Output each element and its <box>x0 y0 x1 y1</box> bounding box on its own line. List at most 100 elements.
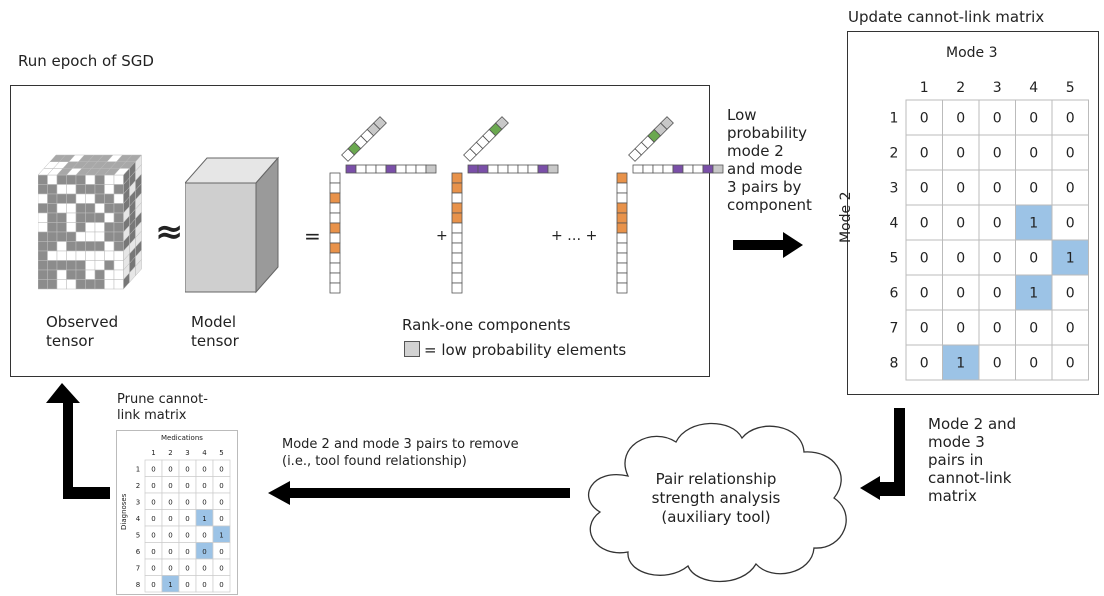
matrix-cell-value: 0 <box>1029 251 1038 267</box>
mode2-vector-cell <box>616 182 628 194</box>
observed-cell <box>66 193 77 204</box>
observed-cell <box>56 269 67 280</box>
mode3-col-header: 1 <box>920 80 929 96</box>
mode3-vector-cell <box>662 164 674 174</box>
observed-cell <box>75 222 86 233</box>
remove-text-line-2: (i.e., tool found relationship) <box>282 454 467 469</box>
mode2-vector-cell <box>616 262 628 274</box>
matrix-cell-value: 0 <box>1029 146 1038 162</box>
mode2-vector-cell <box>329 242 341 254</box>
pairs-in-matrix-text: Mode 2 and mode 3 pairs in cannot-link m… <box>928 415 1016 505</box>
observed-cell <box>94 203 105 214</box>
mode3-vector-cell <box>517 164 529 174</box>
mode3-vector-cell <box>385 164 397 174</box>
prune-cell-value: 0 <box>168 531 172 539</box>
equals-symbol: = <box>304 224 321 248</box>
mode2-vector-cell <box>329 212 341 224</box>
approx-symbol: ≈ <box>155 212 184 252</box>
matrix-cell-value: 0 <box>993 321 1002 337</box>
mode3-vector-cell <box>652 164 664 174</box>
prune-row-header: 3 <box>136 498 140 506</box>
matrix-cell-value: 0 <box>993 181 1002 197</box>
prune-col-header: 4 <box>202 449 207 457</box>
prune-cell-value: 0 <box>185 482 189 490</box>
matrix-cell-value: 0 <box>1029 111 1038 127</box>
observed-cell <box>85 193 96 204</box>
observed-cell <box>47 222 58 233</box>
prune-cell-value: 0 <box>202 482 206 490</box>
prune-cell-value: 0 <box>151 564 155 572</box>
prune-cell-value: 0 <box>185 548 189 556</box>
legend-swatch <box>404 341 420 357</box>
observed-cell <box>38 222 48 233</box>
mode3-col-header: 5 <box>1066 80 1075 96</box>
observed-cell <box>104 269 115 280</box>
observed-cell <box>85 212 96 223</box>
observed-cell <box>38 279 48 290</box>
matrix-cell-value: 0 <box>920 286 929 302</box>
observed-cell <box>56 231 67 242</box>
mode3-vector-cell <box>425 164 437 174</box>
matrix-cell-value: 0 <box>1066 286 1075 302</box>
observed-cell <box>47 279 58 290</box>
mode3-col-header: 4 <box>1029 80 1038 96</box>
mode2-row-header: 7 <box>890 321 899 337</box>
prune-cell-value: 0 <box>168 515 172 523</box>
mode2-vector-cell <box>451 282 463 294</box>
matrix-cell <box>978 169 1016 206</box>
matrix-cell <box>942 344 980 381</box>
observed-cell <box>56 241 67 252</box>
mode1-vector-cell <box>660 116 674 130</box>
mode1-vector-cell <box>495 116 509 130</box>
observed-cell <box>85 250 96 261</box>
matrix-cell <box>1051 204 1089 241</box>
sgd-title: Run epoch of SGD <box>18 52 154 70</box>
mode2-vector-cell <box>616 282 628 294</box>
model-tensor <box>185 156 280 294</box>
observed-cell <box>75 184 86 195</box>
observed-cell <box>47 203 58 214</box>
observed-cell <box>85 184 96 195</box>
prune-cell-value: 0 <box>151 482 155 490</box>
observed-cell <box>85 279 96 290</box>
observed-cell <box>38 184 48 195</box>
prune-cell-value: 0 <box>219 498 223 506</box>
mode3-vector-cell <box>682 164 694 174</box>
matrix-cell <box>1051 344 1089 381</box>
observed-cell <box>75 212 86 223</box>
mode2-vector-cell <box>451 192 463 204</box>
mode3-vector-cell <box>672 164 684 174</box>
matrix-cell <box>978 344 1016 381</box>
matrix-cell-value: 0 <box>993 356 1002 372</box>
observed-cell <box>38 193 48 204</box>
mode2-vector-cell <box>329 262 341 274</box>
rank-one-label: Rank-one components <box>402 316 571 334</box>
pairs-in-matrix-line: mode 3 <box>928 433 985 451</box>
mode2-vector-cell <box>616 202 628 214</box>
observed-cell <box>85 269 96 280</box>
low-probability-text: Low probability mode 2 and mode 3 pairs … <box>727 106 812 214</box>
matrix-cell <box>1051 274 1089 311</box>
observed-cell <box>47 231 58 242</box>
observed-cell <box>66 184 77 195</box>
mode2-vector-cell <box>616 242 628 254</box>
observed-cell <box>104 250 115 261</box>
matrix-cell-value: 0 <box>956 181 965 197</box>
mode3-vector-cell <box>692 164 704 174</box>
observed-cell <box>113 222 124 233</box>
mode2-row-header: 3 <box>890 181 899 197</box>
mode2-vector-cell <box>451 212 463 224</box>
matrix-cell-value: 0 <box>1029 181 1038 197</box>
observed-cell <box>47 174 58 185</box>
observed-cell <box>66 260 77 271</box>
observed-cell <box>75 279 86 290</box>
observed-cell <box>56 193 67 204</box>
matrix-cell-value: 0 <box>920 216 929 232</box>
observed-cell <box>94 260 105 271</box>
arrow-to-cannot-link <box>733 232 803 258</box>
matrix-cell <box>905 169 943 206</box>
prune-cell-value: 0 <box>151 531 155 539</box>
mode3-vector-cell <box>375 164 387 174</box>
mode2-vector-cell <box>451 202 463 214</box>
mode2-vector-cell <box>451 252 463 264</box>
